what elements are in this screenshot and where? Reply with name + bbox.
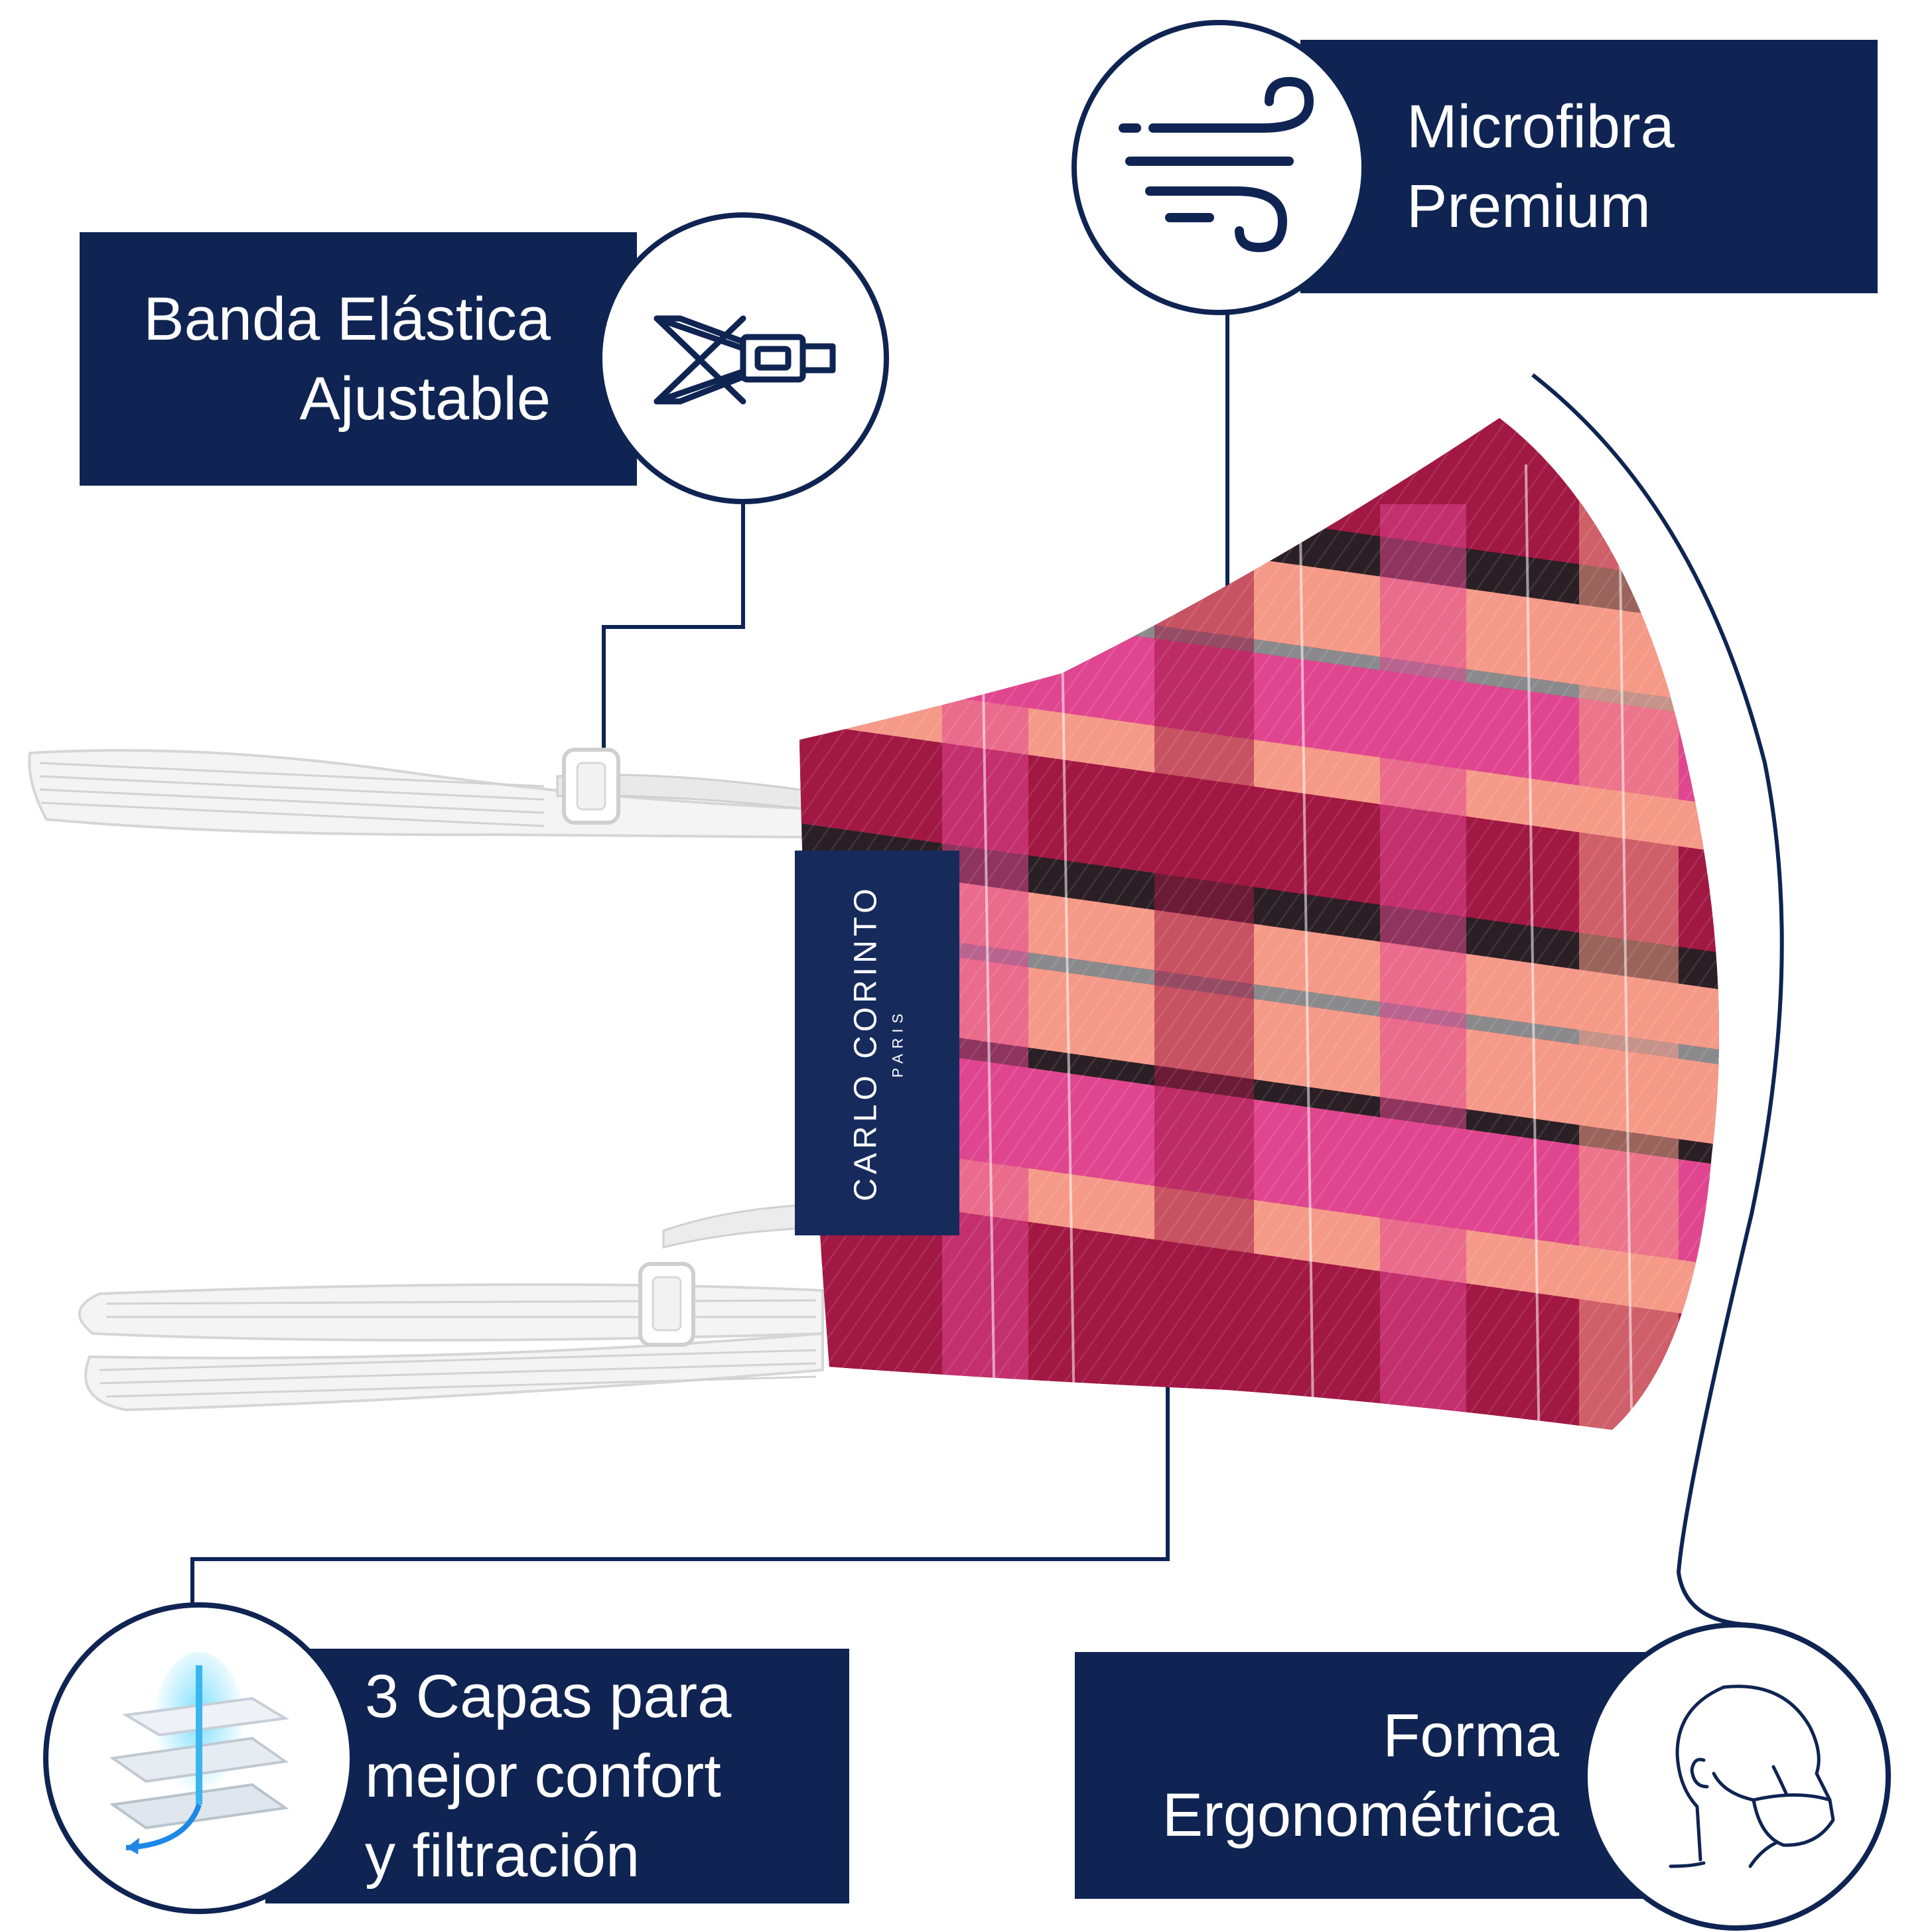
brand-label: CARLO CORINTO PARIS	[795, 851, 959, 1235]
feature-capas-line1: 3 Capas para	[365, 1663, 732, 1730]
brand-subtitle: PARIS	[889, 1008, 906, 1078]
brand-name: CARLO CORINTO	[848, 884, 884, 1202]
leader-line-banda	[602, 501, 745, 756]
face-mask-profile-icon	[1582, 1622, 1891, 1931]
leader-line-capas	[190, 1337, 1170, 1609]
feature-forma-line2: Ergonométrica	[1162, 1781, 1559, 1849]
elastic-straps	[28, 748, 824, 1412]
feature-capas-line2: mejor confort	[365, 1742, 721, 1810]
feature-micro-line1: Microfibra	[1407, 93, 1675, 161]
feature-micro-line2: Premium	[1407, 172, 1651, 240]
feature-forma-line1: Forma	[1383, 1702, 1559, 1769]
feature-banda-line2: Ajustable	[299, 365, 551, 433]
layers-icon	[43, 1602, 355, 1914]
feature-micro-box: Microfibra Premium	[1300, 40, 1878, 293]
feature-capas-line3: y filtración	[365, 1822, 640, 1890]
feature-capas-box: 3 Capas para mejor confort y filtración	[265, 1649, 849, 1903]
feature-banda-box: Banda Elástica Ajustable	[80, 232, 637, 486]
wind-icon	[1071, 20, 1367, 315]
adjustable-strap-icon	[597, 212, 889, 504]
feature-banda-line1: Banda Elástica	[143, 285, 551, 353]
leader-line-forma	[1531, 373, 1784, 1626]
